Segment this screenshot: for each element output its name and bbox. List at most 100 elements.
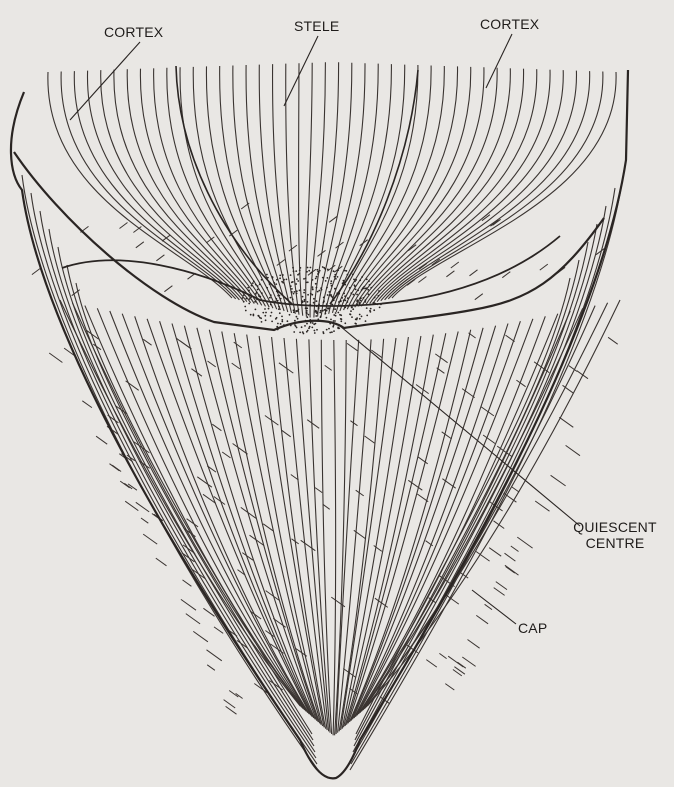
stipple-dot — [359, 318, 361, 320]
cell-wall — [110, 464, 120, 471]
cortex-cell-file — [74, 71, 239, 300]
stipple-dot — [352, 274, 354, 276]
stipple-dot — [269, 297, 271, 299]
stipple-dot — [370, 311, 372, 313]
stipple-dot — [324, 268, 326, 270]
stipple-dot — [369, 284, 371, 286]
stipple-dot — [363, 297, 365, 299]
stipple-dot — [306, 323, 308, 325]
stipple-dot — [344, 307, 346, 309]
stipple-dot — [291, 291, 293, 293]
cell-wall — [511, 546, 519, 552]
stipple-dot — [315, 323, 317, 325]
stipple-dot — [243, 294, 245, 296]
stipple-dot — [273, 282, 275, 284]
stipple-dot — [305, 278, 307, 280]
stipple-dot — [352, 294, 354, 296]
cell-wall — [323, 504, 330, 509]
cap-cell-file — [354, 324, 508, 719]
stipple-dot — [306, 316, 308, 318]
cell-wall — [535, 501, 549, 511]
stipple-dot — [346, 270, 348, 272]
stipple-dot — [299, 332, 301, 334]
stipple-dot — [356, 317, 358, 319]
cortex-cap-boundary — [14, 152, 604, 330]
cell-wall — [164, 286, 172, 292]
stipple-dot — [334, 274, 336, 276]
stipple-dot — [282, 274, 284, 276]
stipple-dot — [312, 286, 314, 288]
stipple-dot — [316, 300, 318, 302]
stipple-dot — [312, 288, 314, 290]
stipple-dot — [278, 306, 280, 308]
stipple-dot — [245, 310, 247, 312]
stipple-dot — [333, 330, 335, 332]
cell-wall — [120, 223, 128, 229]
cell-wall — [451, 262, 459, 268]
stipple-dot — [357, 290, 359, 292]
stipple-dot — [279, 312, 281, 314]
stipple-dot — [330, 283, 332, 285]
stipple-dot — [359, 314, 361, 316]
stipple-dot — [365, 288, 367, 290]
stipple-dot — [249, 298, 251, 300]
stipple-dot — [355, 279, 357, 281]
cell-wall — [470, 270, 478, 276]
cell-wall — [540, 264, 548, 270]
stipple-dot — [307, 314, 309, 316]
stipple-dot — [315, 278, 317, 280]
stipple-dot — [340, 320, 342, 322]
cell-wall — [197, 477, 212, 487]
cell-wall — [426, 660, 437, 668]
stipple-dot — [277, 300, 279, 302]
stipple-dot — [307, 294, 309, 296]
stipple-dot — [277, 323, 279, 325]
stipple-dot — [337, 276, 339, 278]
stipple-dot — [366, 279, 368, 281]
stipple-dot — [334, 288, 336, 290]
stipple-dot — [337, 327, 339, 329]
stipple-dot — [261, 279, 263, 281]
stipple-dot — [293, 311, 295, 313]
stipple-dot — [349, 287, 351, 289]
stipple-dot — [323, 297, 325, 299]
cell-wall — [407, 279, 415, 285]
stipple-dot — [347, 274, 349, 276]
stipple-dot — [260, 317, 262, 319]
stipple-dot — [279, 275, 281, 277]
stipple-dot — [338, 301, 340, 303]
stipple-dot — [378, 290, 380, 292]
cap-cell-file — [60, 300, 300, 706]
stipple-dot — [251, 285, 253, 287]
stipple-dot — [311, 327, 313, 329]
cap-cell-file — [333, 340, 336, 735]
cell-wall — [566, 445, 580, 455]
stipple-dot — [253, 281, 255, 283]
stipple-dot — [340, 300, 342, 302]
stipple-dot — [310, 293, 312, 295]
stipple-dot — [335, 315, 337, 317]
stipple-dot — [296, 290, 298, 292]
cell-wall — [183, 580, 192, 586]
stipple-dot — [326, 317, 328, 319]
stipple-dot — [297, 274, 299, 276]
cell-wall — [32, 269, 40, 275]
stipple-dot — [360, 297, 362, 299]
cell-wall — [608, 337, 618, 344]
stipple-dot — [248, 290, 250, 292]
stipple-dot — [287, 320, 289, 322]
stipple-dot — [364, 301, 366, 303]
stipple-dot — [342, 282, 344, 284]
stipple-dot — [335, 278, 337, 280]
stipple-dot — [334, 308, 336, 310]
stipple-dot — [361, 276, 363, 278]
cell-wall — [511, 487, 519, 493]
cell-wall — [454, 667, 465, 675]
stipple-dot — [327, 269, 329, 271]
stipple-dot — [302, 302, 304, 304]
stipple-dot — [331, 285, 333, 287]
stipple-dot — [298, 309, 300, 311]
stipple-dot — [325, 313, 327, 315]
cell-wall — [468, 640, 480, 649]
stipple-dot — [252, 282, 254, 284]
